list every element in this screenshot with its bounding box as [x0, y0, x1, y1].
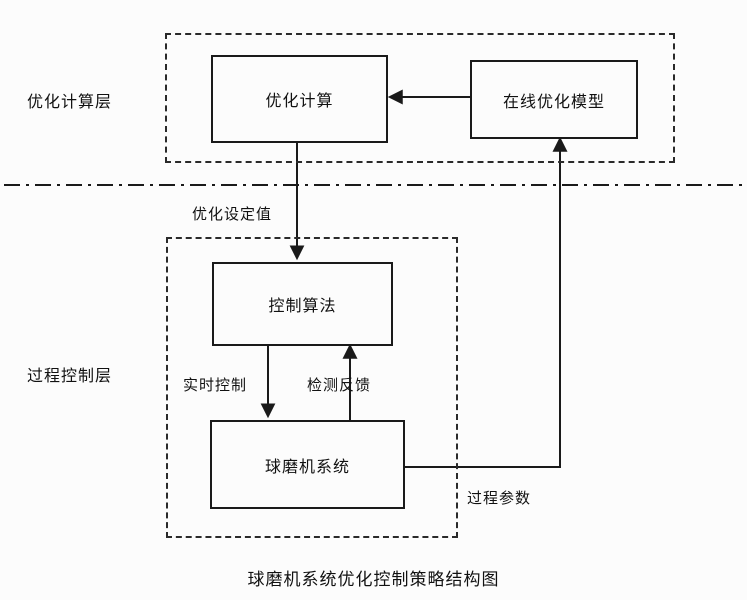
optimization-layer-label: 优化计算层 — [27, 92, 113, 111]
edge-label-optimized-setpoint: 优化设定值 — [192, 205, 273, 223]
edge-label-process-parameters: 过程参数 — [467, 489, 532, 507]
optimization-layer-boundary — [165, 33, 675, 163]
node-online-optimization-model: 在线优化模型 — [470, 60, 638, 139]
diagram-caption: 球磨机系统优化控制策略结构图 — [247, 570, 500, 590]
edge-label-detection-feedback: 检测反馈 — [307, 376, 372, 394]
node-control-algorithm: 控制算法 — [212, 262, 393, 346]
node-ball-mill-system: 球磨机系统 — [210, 420, 405, 509]
edge-label-realtime-control: 实时控制 — [183, 376, 248, 394]
node-optimization-computing: 优化计算 — [211, 55, 388, 143]
process-control-layer-boundary — [166, 237, 458, 538]
process-control-layer-label: 过程控制层 — [27, 366, 113, 385]
